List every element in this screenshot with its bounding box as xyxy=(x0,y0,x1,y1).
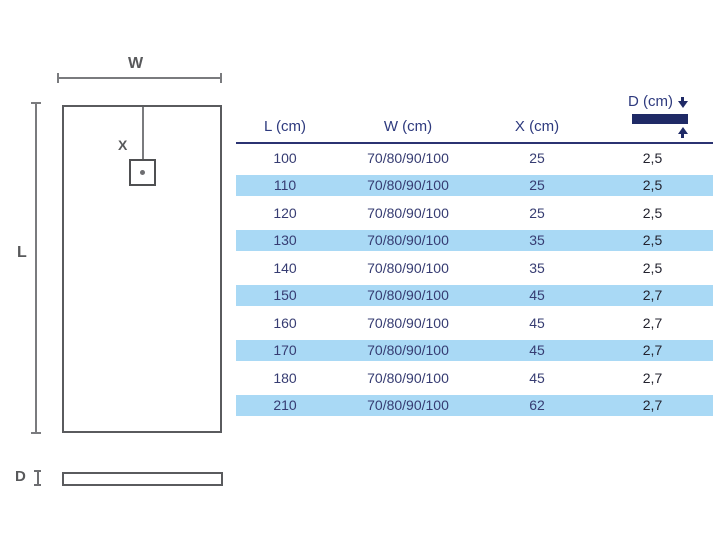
cell-width: 70/80/90/100 xyxy=(367,369,449,386)
table-row: 170 70/80/90/100 45 2,7 xyxy=(236,336,713,364)
cell-drain-offset: 35 xyxy=(529,232,545,249)
cell-length: 150 xyxy=(273,287,297,304)
cell-depth: 2,7 xyxy=(642,397,663,414)
cell-drain-offset: 45 xyxy=(529,369,545,386)
length-measure-line xyxy=(35,103,37,434)
table-header: L (cm) W (cm) X (cm) D (cm) xyxy=(236,88,713,142)
cell-length: 140 xyxy=(273,259,297,276)
arrow-up-icon xyxy=(677,127,688,138)
depth-header-block: D (cm) xyxy=(622,93,688,138)
header-divider-line xyxy=(236,142,713,144)
depth-dimension-label: D xyxy=(15,468,26,485)
length-dimension-label: L xyxy=(17,244,27,261)
cell-drain-offset: 62 xyxy=(529,397,545,414)
cell-length: 100 xyxy=(273,149,297,166)
cell-depth: 2,7 xyxy=(642,369,663,386)
drain-offset-label: X xyxy=(118,137,128,153)
table-row: 210 70/80/90/100 62 2,7 xyxy=(236,391,713,419)
width-dimension-label: W xyxy=(128,55,145,72)
cell-width: 70/80/90/100 xyxy=(367,287,449,304)
cell-width: 70/80/90/100 xyxy=(367,314,449,331)
cell-width: 70/80/90/100 xyxy=(367,397,449,414)
cell-drain-offset: 45 xyxy=(529,287,545,304)
width-measure-tick-left xyxy=(57,73,59,83)
length-measure-tick-bottom xyxy=(31,432,41,434)
table-row: 130 70/80/90/100 35 2,5 xyxy=(236,226,713,254)
cell-width: 70/80/90/100 xyxy=(367,177,449,194)
width-measure-tick-right xyxy=(220,73,222,83)
table-row: 150 70/80/90/100 45 2,7 xyxy=(236,281,713,309)
cell-drain-offset: 35 xyxy=(529,259,545,276)
tray-outline-side-view xyxy=(62,472,223,486)
cell-depth: 2,7 xyxy=(642,314,663,331)
cell-depth: 2,5 xyxy=(642,259,663,276)
header-drain-offset: X (cm) xyxy=(514,118,560,135)
cell-depth: 2,7 xyxy=(642,342,663,359)
drain-square xyxy=(129,159,156,186)
cell-drain-offset: 45 xyxy=(529,314,545,331)
cell-length: 180 xyxy=(273,369,297,386)
cell-length: 120 xyxy=(273,204,297,221)
cell-length: 110 xyxy=(273,177,297,194)
dimensions-table: L (cm) W (cm) X (cm) D (cm) 100 70/80/90… xyxy=(236,88,713,419)
header-depth: D (cm) xyxy=(628,93,673,110)
cell-drain-offset: 25 xyxy=(529,177,545,194)
table-row: 160 70/80/90/100 45 2,7 xyxy=(236,309,713,337)
cell-depth: 2,5 xyxy=(642,232,663,249)
drain-offset-line xyxy=(142,107,144,173)
cell-width: 70/80/90/100 xyxy=(367,204,449,221)
header-width: W (cm) xyxy=(383,118,433,135)
cell-depth: 2,5 xyxy=(642,177,663,194)
header-length: L (cm) xyxy=(264,118,306,135)
table-row: 120 70/80/90/100 25 2,5 xyxy=(236,199,713,227)
cell-width: 70/80/90/100 xyxy=(367,149,449,166)
drain-center-dot xyxy=(140,170,145,175)
table-row: 110 70/80/90/100 25 2,5 xyxy=(236,171,713,199)
cell-length: 160 xyxy=(273,314,297,331)
cell-depth: 2,5 xyxy=(642,204,663,221)
cell-depth: 2,7 xyxy=(642,287,663,304)
cell-drain-offset: 45 xyxy=(529,342,545,359)
table-row: 140 70/80/90/100 35 2,5 xyxy=(236,254,713,282)
length-measure-tick-top xyxy=(31,102,41,104)
cell-length: 210 xyxy=(273,397,297,414)
cell-width: 70/80/90/100 xyxy=(367,342,449,359)
cell-depth: 2,5 xyxy=(642,149,663,166)
table-row: 180 70/80/90/100 45 2,7 xyxy=(236,364,713,392)
cell-length: 130 xyxy=(273,232,297,249)
width-measure-line xyxy=(58,77,221,79)
cell-drain-offset: 25 xyxy=(529,204,545,221)
depth-tick-icon xyxy=(33,470,42,486)
arrow-down-icon xyxy=(677,97,688,108)
cell-width: 70/80/90/100 xyxy=(367,232,449,249)
cell-width: 70/80/90/100 xyxy=(367,259,449,276)
depth-bar-icon xyxy=(632,114,688,124)
cell-length: 170 xyxy=(273,342,297,359)
table-row: 100 70/80/90/100 25 2,5 xyxy=(236,144,713,172)
cell-drain-offset: 25 xyxy=(529,149,545,166)
